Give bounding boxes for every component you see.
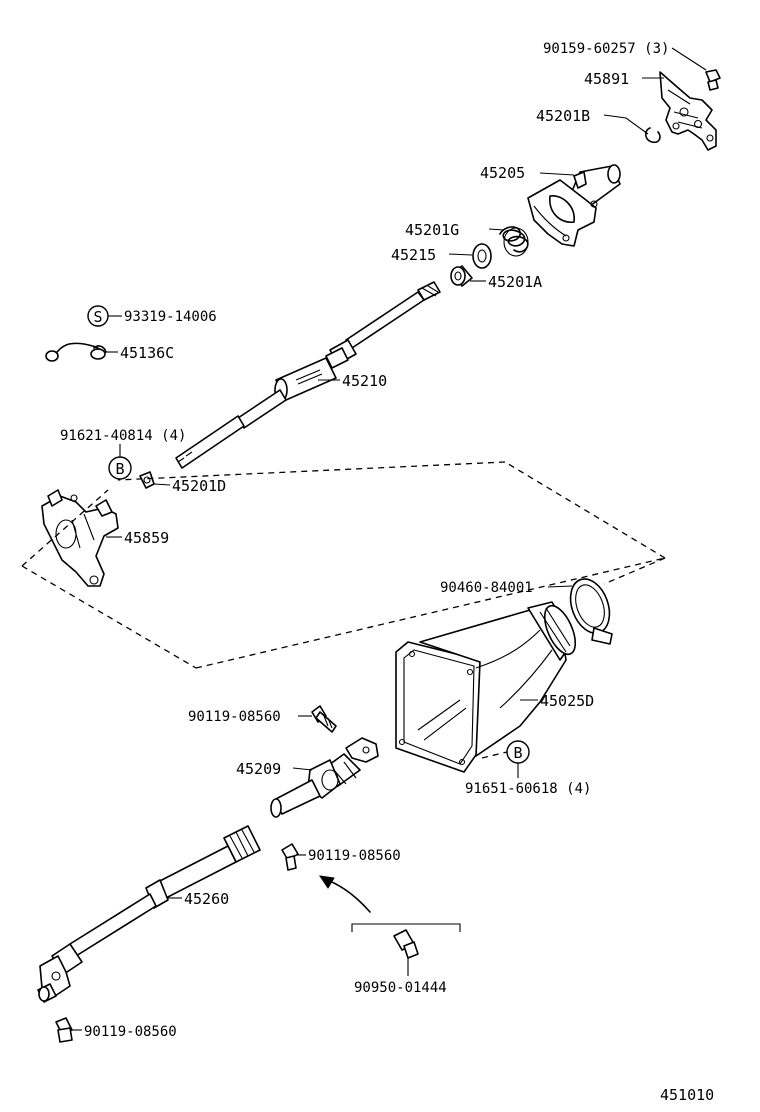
leader-90460 bbox=[547, 585, 573, 588]
bracket-45891-drawing bbox=[644, 69, 721, 151]
label-45025D: 45025D bbox=[540, 692, 594, 710]
bolt-90119-bottom-drawing bbox=[55, 1017, 73, 1043]
fitting-90950-drawing bbox=[393, 929, 419, 959]
label-91651-60618: 91651-60618 (4) bbox=[465, 781, 591, 797]
diagram-id: 451010 bbox=[660, 1086, 714, 1104]
main-shaft-45210-drawing bbox=[175, 281, 441, 469]
dashed-b-lower bbox=[481, 751, 508, 759]
b-marker-lower-text: B bbox=[513, 744, 522, 762]
label-45210: 45210 bbox=[342, 372, 387, 390]
leader-45201B bbox=[603, 114, 649, 135]
spring-45201G-drawing bbox=[499, 226, 529, 257]
label-90119-08560-upper: 90119-08560 bbox=[188, 709, 281, 725]
label-45136C: 45136C bbox=[120, 344, 174, 362]
label-90460-84001: 90460-84001 bbox=[440, 580, 533, 596]
label-91621-40814: 91621-40814 (4) bbox=[60, 428, 186, 444]
label-90119-08560-middle: 90119-08560 bbox=[308, 848, 401, 864]
b-marker-upper-text: B bbox=[115, 460, 124, 478]
leader-90159 bbox=[671, 47, 707, 71]
dashed-outline-clamp bbox=[603, 557, 666, 585]
s-marker-text: S bbox=[93, 308, 102, 326]
leader-45201D bbox=[153, 483, 171, 486]
label-90159-60257: 90159-60257 (3) bbox=[543, 41, 669, 57]
washer-45215-drawing bbox=[472, 243, 492, 269]
label-45201G: 45201G bbox=[405, 221, 459, 239]
s-marker: S bbox=[87, 305, 109, 327]
bolt-90119-upper-drawing bbox=[311, 705, 337, 733]
label-45201B: 45201B bbox=[536, 107, 590, 125]
view-arrow bbox=[318, 875, 371, 913]
bracket-45859-drawing bbox=[41, 489, 119, 587]
lower-shaft-45260-drawing bbox=[37, 825, 261, 1003]
label-90950-01444: 90950-01444 bbox=[354, 980, 447, 996]
bolt-90119-middle-drawing bbox=[281, 843, 299, 871]
b-marker-upper: B bbox=[108, 456, 132, 480]
boot-cover-45025D-drawing bbox=[395, 601, 577, 773]
dashed-assembly-outline bbox=[21, 461, 666, 669]
label-93319-14006: 93319-14006 bbox=[124, 309, 217, 325]
label-45215: 45215 bbox=[391, 246, 436, 264]
label-90119-08560-bottom: 90119-08560 bbox=[84, 1024, 177, 1040]
label-45209: 45209 bbox=[236, 760, 281, 778]
label-45859: 45859 bbox=[124, 529, 169, 547]
bushing-45201A-drawing bbox=[450, 265, 473, 287]
u-joint-45209-drawing bbox=[270, 737, 379, 818]
wire-clip-45136C-drawing bbox=[45, 342, 107, 362]
label-45201A: 45201A bbox=[488, 273, 542, 291]
clip-45201D-drawing bbox=[139, 471, 155, 489]
group-bracket bbox=[351, 923, 461, 932]
label-45201D: 45201D bbox=[172, 477, 226, 495]
b-marker-lower: B bbox=[506, 740, 530, 764]
leader-45201G bbox=[488, 228, 505, 231]
label-45205: 45205 bbox=[480, 164, 525, 182]
leader-45209 bbox=[292, 767, 313, 771]
column-upper-tube-45205-drawing bbox=[527, 164, 621, 247]
clamp-90460-drawing bbox=[569, 578, 613, 645]
leader-45205 bbox=[539, 172, 575, 176]
label-45260: 45260 bbox=[184, 890, 229, 908]
label-45891: 45891 bbox=[584, 70, 629, 88]
leader-45215 bbox=[448, 253, 473, 256]
